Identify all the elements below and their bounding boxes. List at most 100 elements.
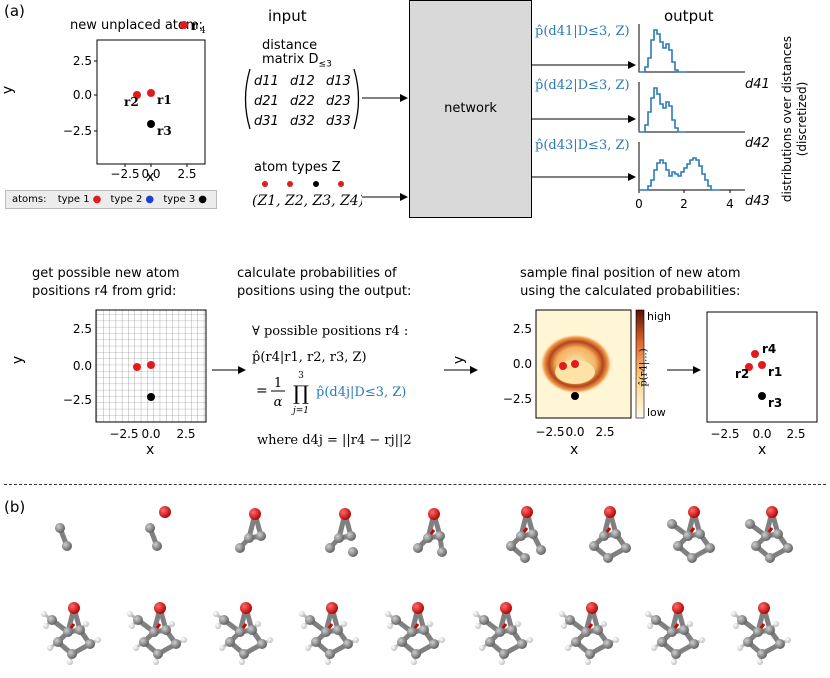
hist-axis-label: d43 [745, 194, 770, 209]
label-r3: r3 [157, 124, 172, 138]
ytick: −2.5 [503, 392, 532, 406]
y-axis-label: y [10, 355, 27, 365]
molecule-step-3 [235, 508, 266, 553]
input-arrows [362, 94, 408, 201]
distance-matrix-label-1: distance [262, 38, 318, 53]
ytick: −2.5 [63, 124, 92, 138]
molecule-step-5 [413, 508, 447, 557]
formula-product: = 1 α 3 ∏ j=1 p̂(d4j|D≤3, Z) [256, 371, 406, 416]
molecule-sequence [41, 506, 830, 678]
panel-a-label: (a) [4, 2, 25, 20]
new-atom-symbol: r [191, 19, 198, 34]
matrix-cell: d33 [326, 114, 351, 129]
colorbar-high: high [647, 310, 670, 323]
svg-text:3: 3 [298, 371, 304, 381]
probability-formula: ∀ possible positions r4 : p̂(r4|r1, r2, … [252, 322, 408, 368]
xtick: 2.5 [786, 427, 805, 441]
xtick: 0.0 [141, 427, 160, 441]
output-label-3: p̂(d43|D≤3, Z) [535, 138, 630, 153]
molecule-with-hydrogens [213, 602, 273, 665]
y-axis-label: y [451, 355, 468, 365]
atom-types-text: (Z1, Z2, Z3, Z4) [252, 193, 362, 209]
hist-xtick: 4 [726, 197, 734, 211]
output-histograms: 0 2 4 d41 d42 d43 [635, 24, 770, 211]
ytick: 2.5 [513, 322, 532, 336]
ytick: 0.0 [73, 88, 92, 102]
new-atom-marker: r 4 [180, 19, 206, 36]
atom-types-tuple: (Z1, Z2, Z3, Z4) [252, 181, 362, 209]
formula-line4: where d4j = ||r4 − rj||2 [257, 433, 412, 448]
ytick: −2.5 [63, 393, 92, 407]
molecule-with-hydrogens [645, 602, 705, 665]
panel-separator [4, 484, 826, 485]
hist-xtick: 2 [680, 197, 688, 211]
output-title: output [664, 7, 714, 25]
distributions-side-label: distributions over distances (discretize… [780, 35, 809, 203]
x-axis-label: x [570, 442, 579, 458]
hist-axis-label: d42 [745, 136, 770, 151]
legend-type1: type 1 [57, 194, 90, 205]
svg-text:1: 1 [274, 376, 282, 391]
atom-r1 [147, 89, 155, 97]
legend-dot-type3: ● [198, 194, 207, 205]
grid-plot: 2.5 0.0 −2.5 −2.5 0.0 2.5 [63, 309, 207, 441]
xtick: 2.5 [177, 167, 196, 181]
xtick: −2.5 [110, 167, 139, 181]
legend-title: atoms: [12, 194, 47, 205]
molecule-with-hydrogens [299, 602, 359, 665]
atom-r2 [133, 91, 141, 99]
colorbar [635, 309, 645, 419]
input-scatter-plot: 2.5 0.0 −2.5 −2.5 0.0 2.5 r2 r1 r3 [63, 39, 206, 181]
colorbar-label: p̂(r4|...) [638, 348, 650, 387]
molecule-step-4 [325, 508, 358, 557]
atom-types-label: atom types Z [254, 160, 341, 175]
new-atom-sub: 4 [200, 26, 206, 36]
svg-text:=: = [256, 383, 268, 399]
arrow-step1 [212, 366, 246, 374]
hist-xtick: 0 [635, 197, 643, 211]
matrix-cell: d12 [290, 74, 315, 89]
colorbar-low: low [647, 406, 666, 419]
label-r3: r3 [768, 396, 782, 410]
molecule-with-hydrogens [731, 602, 791, 665]
xtick: 2.5 [176, 427, 195, 441]
molecule-step-6 [506, 506, 546, 563]
matrix-cell: d32 [290, 114, 315, 129]
xtick: 0.0 [752, 427, 771, 441]
ytick: 0.0 [73, 359, 92, 373]
molecule-step-2 [145, 506, 171, 551]
formula-line2: p̂(r4|r1, r2, r3, Z) [252, 350, 367, 365]
network-label: network [444, 101, 497, 116]
molecule-step-1 [55, 523, 72, 551]
xtick: −2.5 [535, 425, 564, 439]
panel-b-label: (b) [4, 498, 26, 516]
formula-line1: ∀ possible positions r4 : [252, 324, 409, 339]
xtick: 0.0 [565, 425, 584, 439]
matrix-cell: d31 [254, 114, 279, 129]
molecule-step-8 [667, 506, 715, 563]
distance-matrix-label-2: matrix D≤3 [262, 52, 332, 70]
legend-type3: type 3 [163, 194, 196, 205]
svg-text:∏: ∏ [293, 381, 309, 405]
molecule-with-hydrogens [385, 602, 445, 665]
molecule-with-hydrogens [559, 602, 619, 665]
step1-title: get possible new atom positions r4 from … [32, 266, 180, 299]
molecule-with-hydrogens [127, 602, 187, 665]
xtick: −2.5 [109, 427, 138, 441]
molecule-step-7 [589, 506, 631, 563]
heatmap-plot: 2.5 0.0 −2.5 −2.5 0.0 2.5 high low [503, 309, 670, 439]
molecule-with-hydrogens [473, 602, 533, 665]
matrix-cell: d13 [326, 74, 351, 89]
y-axis-label: y [0, 85, 17, 95]
output-label-2: p̂(d42|D≤3, Z) [535, 78, 630, 93]
hist-axis-label: d41 [745, 77, 770, 92]
legend-type2: type 2 [110, 194, 143, 205]
ytick: 2.5 [73, 54, 92, 68]
svg-text:p̂(d4j|D≤3, Z): p̂(d4j|D≤3, Z) [316, 385, 406, 400]
arrow-step3 [667, 366, 701, 374]
label-r2: r2 [735, 367, 749, 381]
legend-dot-type1: ● [92, 194, 102, 205]
svg-text:α: α [274, 395, 283, 410]
label-r1: r1 [768, 365, 782, 379]
step2-title: calculate probabilities of positions usi… [237, 266, 412, 299]
